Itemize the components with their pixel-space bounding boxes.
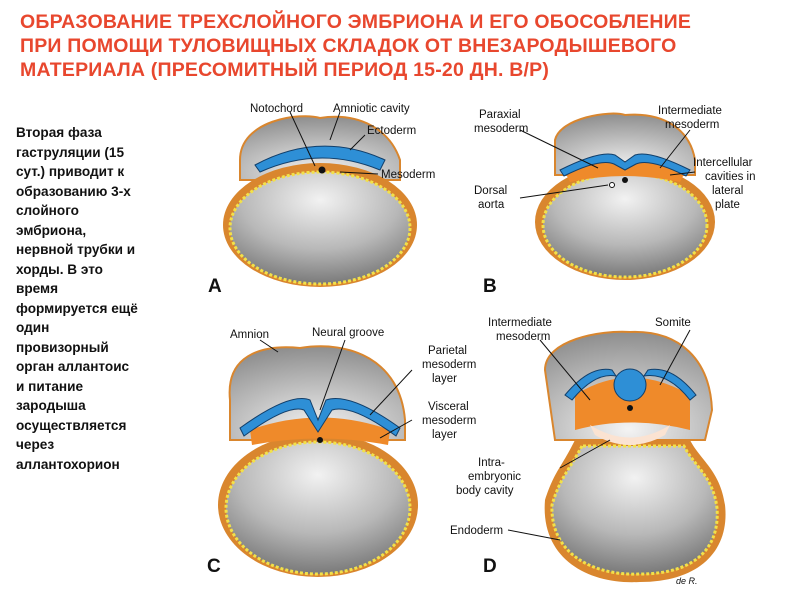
panel-d-yolk-sac (551, 446, 718, 575)
body-line: гаструляции (15 (16, 144, 125, 160)
title-line-3: МАТЕРИАЛА (ПРЕСОМИТНЫЙ ПЕРИОД 15-20 ДН. … (20, 59, 550, 81)
label-embryonic: embryonic (468, 471, 521, 483)
label-neural-groove: Neural groove (312, 327, 384, 339)
panel-b-dorsal-aorta (609, 182, 615, 188)
panel-c-letter: C (207, 556, 221, 577)
label-dorsal: Dorsal (474, 185, 507, 197)
embryo-diagram: Notochord Amniotic cavity Ectoderm Mesod… (207, 103, 756, 586)
body-line: провизорный (16, 339, 109, 355)
panel-d-letter: D (483, 556, 497, 577)
panel-a-endoderm-ring (228, 170, 412, 286)
panel-c-endoderm-ring (224, 440, 412, 576)
label-intercellular: Intercellular (693, 157, 753, 169)
leader-line (379, 419, 413, 439)
body-line: эмбриона, (16, 222, 87, 238)
label-intermediate-mesoderm: mesoderm (665, 119, 719, 131)
panel-a-notochord (318, 166, 326, 174)
panel-b-ectoderm (559, 153, 691, 177)
label-mesoderm: Mesoderm (381, 169, 435, 181)
label-parietal-mesoderm: mesoderm (422, 359, 476, 371)
panel-b-endoderm-ring (541, 171, 709, 279)
panel-d: Intermediate mesoderm Somite Intra- embr… (450, 317, 726, 586)
panel-b-letter: B (483, 276, 497, 297)
panel-c: Amnion Neural groove Parietal mesoderm l… (207, 327, 476, 577)
panel-d-notochord (627, 405, 633, 411)
panel-c-notochord (317, 437, 323, 443)
label-parietal: Parietal (428, 345, 467, 357)
title-line-1: ОБРАЗОВАНИЕ ТРЕХСЛОЙНОГО ЭМБРИОНА И ЕГО … (20, 11, 692, 33)
leader-line (259, 339, 279, 353)
label-parietal-layer: layer (432, 373, 457, 385)
panel-c-mesoderm (250, 417, 390, 445)
label-visceral: Visceral (428, 401, 469, 413)
label-intermediate: Intermediate (658, 105, 722, 117)
body-line: сут.) приводит к (16, 164, 125, 179)
body-line: слойного (16, 203, 79, 218)
label-body-cavity: body cavity (456, 485, 514, 497)
leader-line (339, 171, 379, 175)
label-paraxial: Paraxial (479, 109, 521, 121)
body-line: аллантохорион (16, 456, 120, 472)
panel-b-yolk-sac (543, 173, 707, 277)
label-visceral-mesoderm: mesoderm (422, 415, 476, 427)
leader-line (519, 184, 609, 199)
label-intermediate: Intermediate (488, 317, 552, 329)
label-cavities-in: cavities in (705, 171, 756, 183)
panel-c-ectoderm (239, 398, 401, 437)
panel-c-yolk-sac (226, 442, 410, 574)
leader-line (669, 171, 696, 176)
label-notochord: Notochord (250, 103, 303, 115)
body-line: образованию 3-х (16, 183, 131, 199)
leader-line (659, 129, 691, 169)
body-line: хорды. В это (16, 261, 103, 277)
leader-line (507, 529, 561, 541)
label-plate: plate (715, 199, 740, 211)
label-aorta: aorta (478, 199, 505, 211)
body-line: зародыша (16, 398, 86, 413)
label-visceral-layer: layer (432, 429, 457, 441)
panel-d-neural-tube (613, 368, 647, 402)
panel-b: Paraxial mesoderm Intermediate mesoderm … (474, 105, 756, 297)
body-line: время (16, 281, 59, 296)
body-line: осуществляется (16, 417, 127, 433)
panel-b-notochord (622, 177, 628, 183)
panel-a: Notochord Amniotic cavity Ectoderm Mesod… (208, 103, 435, 297)
body-text: Вторая фаза гаструляции (15 сут.) привод… (16, 123, 186, 474)
label-endoderm: Endoderm (450, 525, 503, 537)
panel-d-endoderm-ring (550, 444, 719, 576)
label-ectoderm: Ectoderm (367, 125, 416, 137)
slide-title: ОБРАЗОВАНИЕ ТРЕХСЛОЙНОГО ЭМБРИОНА И ЕГО … (20, 10, 790, 82)
body-line: Вторая фаза (16, 125, 102, 140)
illustrator-signature: de R. (676, 576, 698, 586)
panel-a-yolk-sac (230, 172, 410, 284)
body-line: нервной трубки и (16, 242, 136, 257)
leader-line (289, 111, 316, 167)
leader-line (659, 329, 691, 386)
leader-line (329, 111, 341, 141)
leader-line (369, 369, 413, 416)
label-intra: Intra- (478, 457, 505, 469)
embryo-figure: Notochord Amniotic cavity Ectoderm Mesod… (200, 95, 800, 600)
label-lateral: lateral (712, 185, 743, 197)
leader-line (519, 129, 599, 169)
body-line: орган аллантоис (16, 359, 130, 374)
label-paraxial-mesoderm: mesoderm (474, 123, 528, 135)
label-somite: Somite (655, 317, 691, 329)
leader-line (539, 339, 591, 401)
body-line: один (16, 320, 50, 335)
body-line: формируется ещё (16, 300, 138, 316)
leader-line (319, 339, 346, 411)
leader-line (349, 134, 366, 151)
panel-a-ectoderm (254, 145, 386, 173)
title-line-2: ПРИ ПОМОЩИ ТУЛОВИЩНЫХ СКЛАДОК ОТ ВНЕЗАРО… (20, 35, 677, 57)
panel-a-letter: A (208, 276, 222, 297)
label-intermediate-mesoderm: mesoderm (496, 331, 550, 343)
leader-line (559, 439, 611, 469)
label-amnion: Amnion (230, 329, 269, 341)
label-amniotic-cavity: Amniotic cavity (333, 103, 410, 115)
panel-d-mesoderm (575, 377, 690, 430)
body-line: и питание (16, 378, 84, 394)
body-line: через (16, 437, 55, 452)
